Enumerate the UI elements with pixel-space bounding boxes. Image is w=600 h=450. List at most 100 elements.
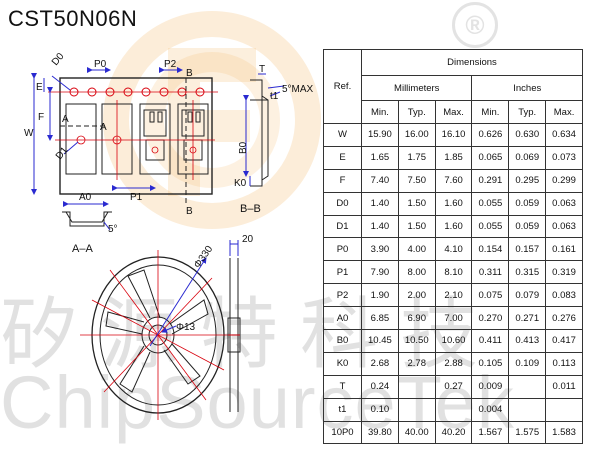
value-cell: 0.075 [471, 283, 510, 308]
value-cell: 0.276 [545, 306, 583, 331]
value-cell: 0.009 [471, 374, 510, 399]
label-a-left: A [62, 114, 69, 125]
value-cell: 7.50 [397, 168, 436, 193]
value-cell: 40.20 [434, 420, 473, 445]
label-e: E [36, 82, 43, 93]
value-cell: 0.011 [545, 374, 583, 399]
value-cell [434, 397, 473, 422]
value-cell: 0.299 [545, 168, 583, 193]
value-cell: 3.90 [361, 237, 399, 262]
value-cell: 10.60 [434, 329, 473, 353]
value-cell: 16.00 [397, 123, 436, 147]
value-cell: 0.626 [471, 123, 510, 147]
value-cell: 0.634 [545, 123, 583, 147]
value-cell: 0.157 [508, 237, 547, 262]
value-cell [397, 374, 436, 399]
value-cell: 10.50 [397, 329, 436, 353]
label-f: F [38, 112, 44, 123]
label-hub-diameter: Φ13 [176, 322, 196, 333]
header-mm-min: Min. [361, 100, 399, 124]
ref-cell: 10P0 [323, 420, 362, 445]
header-in-max: Max. [545, 100, 583, 124]
value-cell: 2.68 [361, 351, 399, 376]
label-5deg-max: 5°MAX [282, 84, 314, 95]
value-cell: 0.630 [508, 123, 547, 147]
label-p1: P1 [130, 192, 143, 203]
value-cell: 0.059 [508, 191, 547, 216]
label-b0: B0 [238, 141, 249, 154]
value-cell: 2.78 [397, 351, 436, 376]
value-cell: 0.319 [545, 260, 583, 285]
value-cell: 0.411 [471, 329, 510, 353]
value-cell: 0.413 [508, 329, 547, 353]
value-cell: 1.85 [434, 145, 473, 170]
value-cell: 0.083 [545, 283, 583, 308]
ref-cell: T [323, 374, 362, 399]
ref-cell: F [323, 168, 362, 193]
value-cell: 0.295 [508, 168, 547, 193]
value-cell: 10.45 [361, 329, 399, 353]
value-cell: 1.50 [397, 191, 436, 216]
value-cell: 0.24 [361, 374, 399, 399]
value-cell: 0.063 [545, 191, 583, 216]
value-cell: 0.27 [434, 374, 473, 399]
registered-mark-text: ® [465, 10, 485, 40]
value-cell: 2.88 [434, 351, 473, 376]
value-cell: 1.40 [361, 191, 399, 216]
value-cell: 8.10 [434, 260, 473, 285]
value-cell: 0.291 [471, 168, 510, 193]
ref-cell: K0 [323, 351, 362, 376]
pocket [139, 103, 171, 175]
value-cell: 0.315 [508, 260, 547, 285]
label-section-bb: B–B [240, 203, 261, 215]
header-in-typ: Typ. [508, 100, 547, 124]
value-cell: 0.113 [545, 351, 583, 376]
value-cell: 1.90 [361, 283, 399, 308]
value-cell: 4.00 [397, 237, 436, 262]
value-cell: 7.40 [361, 168, 399, 193]
label-a-right: A [100, 122, 107, 133]
label-b-bottom: B [186, 206, 193, 217]
value-cell: 0.073 [545, 145, 583, 170]
reel-side-view [227, 240, 241, 412]
value-cell: 1.60 [434, 191, 473, 216]
value-cell: 0.069 [508, 145, 547, 170]
value-cell: 1.40 [361, 214, 399, 239]
value-cell: 0.055 [471, 214, 510, 239]
part-number-title: CST50N06N [8, 6, 138, 31]
value-cell: 0.063 [545, 214, 583, 239]
ref-cell: D1 [323, 214, 362, 239]
label-d0: D0 [50, 51, 67, 68]
value-cell: 0.10 [361, 397, 399, 422]
reel-front-view [80, 250, 236, 420]
value-cell: 0.105 [471, 351, 510, 376]
value-cell: 6.90 [397, 306, 436, 331]
value-cell: 0.270 [471, 306, 510, 331]
value-cell: 0.065 [471, 145, 510, 170]
value-cell: 1.567 [471, 420, 510, 445]
label-reel-diameter: Φ330 [192, 244, 215, 271]
value-cell: 0.154 [471, 237, 510, 262]
header-mm-max: Max. [434, 100, 473, 124]
section-aa-view [62, 201, 112, 231]
value-cell: 1.65 [361, 145, 399, 170]
value-cell: 0.311 [471, 260, 510, 285]
label-section-aa: A–A [72, 243, 93, 255]
value-cell: 0.059 [508, 214, 547, 239]
label-5deg: 5° [108, 224, 118, 235]
ref-cell: A0 [323, 306, 362, 331]
carrier-tape-top-view [31, 67, 218, 205]
header-inches: Inches [471, 75, 583, 101]
header-millimeters: Millimeters [360, 75, 473, 101]
